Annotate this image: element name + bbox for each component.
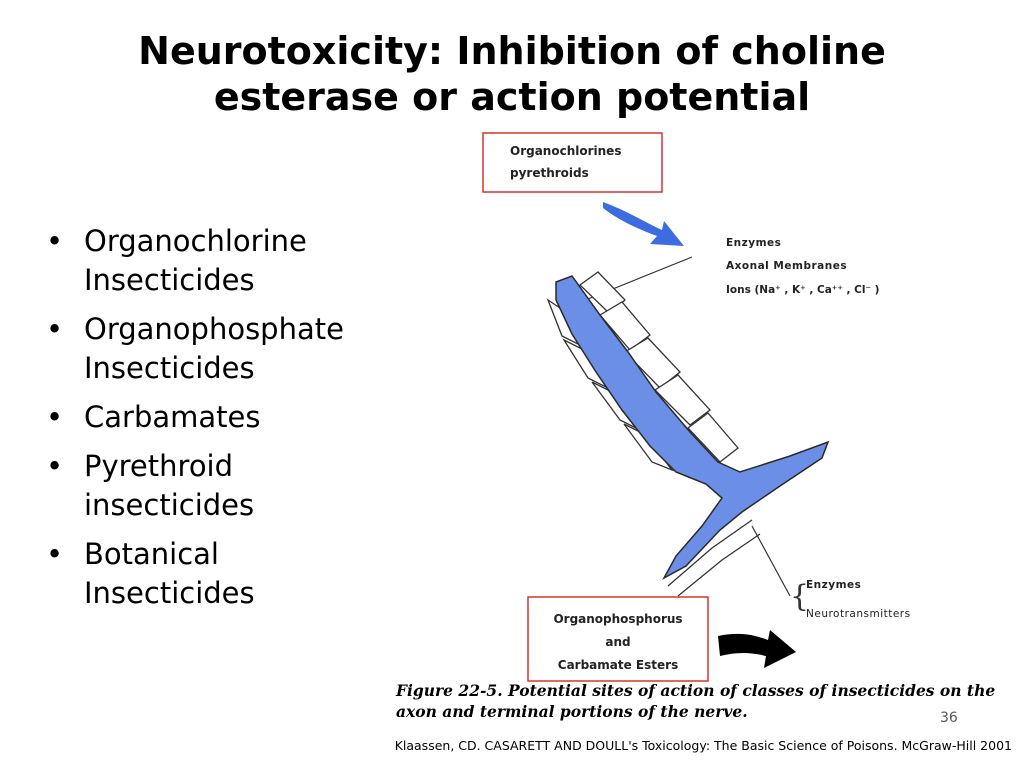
bullet-text-cont: Insecticides: [84, 263, 255, 297]
brace-icon: {: [790, 579, 809, 614]
terminal-membrane: [667, 519, 753, 587]
title-line-2: esterase or action potential: [213, 75, 811, 119]
terminal-membrane: [677, 533, 761, 597]
organochlorines-label: Organochlorines: [510, 144, 621, 158]
ions-label: Ions (Na⁺ , K⁺ , Ca⁺⁺ , Cl⁻ ): [726, 284, 879, 296]
slide-number: 36: [940, 710, 958, 726]
blue-arrow-icon: [603, 202, 684, 246]
axonal-membranes-label: Axonal Membranes: [726, 260, 847, 272]
myelin-segment: [653, 374, 711, 426]
black-arrow-icon: [718, 630, 796, 668]
pyrethroids-label: pyrethroids: [510, 166, 589, 180]
slide-title: Neurotoxicity: Inhibition of choline est…: [0, 28, 1024, 120]
title-line-1: Neurotoxicity: Inhibition of choline: [138, 29, 886, 73]
neurotransmitters-label: Neurotransmitters: [806, 608, 911, 620]
bullet-text: Organophosphate: [84, 312, 344, 346]
bullet-text: Carbamates: [84, 400, 261, 434]
organophosphorus-box: [527, 596, 709, 682]
and-label: and: [605, 635, 630, 649]
enzymes-label-bottom: Enzymes: [806, 579, 861, 591]
figure-caption: Figure 22-5. Potential sites of action o…: [396, 680, 1016, 722]
bullet-text: Pyrethroid: [84, 449, 234, 483]
caption-line-1: Figure 22-5. Potential sites of action o…: [396, 681, 996, 700]
myelin-segment: [599, 301, 651, 351]
citation: Klaassen, CD. CASARETT AND DOULL's Toxic…: [394, 738, 1012, 753]
myelin-segment: [687, 412, 739, 463]
bullet-text: Botanical: [84, 537, 219, 571]
bullet-text-cont: Insecticides: [84, 351, 255, 385]
caption-line-2: axon and terminal portions of the nerve.: [396, 702, 748, 721]
bullet-text-cont: insecticides: [84, 488, 255, 522]
bullet-text-cont: Insecticides: [84, 576, 255, 610]
myelin-segment: [623, 337, 681, 389]
pointer-line-bottom: [751, 525, 791, 597]
enzymes-label-top: Enzymes: [726, 237, 781, 249]
organochlorines-box: [482, 132, 663, 193]
bullet-item: Carbamates: [46, 398, 406, 437]
carbamate-esters-label: Carbamate Esters: [558, 658, 678, 672]
bullet-item: Pyrethroid insecticides: [46, 447, 406, 525]
bullet-text: Organochlorine: [84, 224, 307, 258]
axon-shape: [555, 275, 830, 580]
myelin-segment: [578, 271, 626, 315]
organophosphorus-label: Organophosphorus: [553, 612, 682, 626]
